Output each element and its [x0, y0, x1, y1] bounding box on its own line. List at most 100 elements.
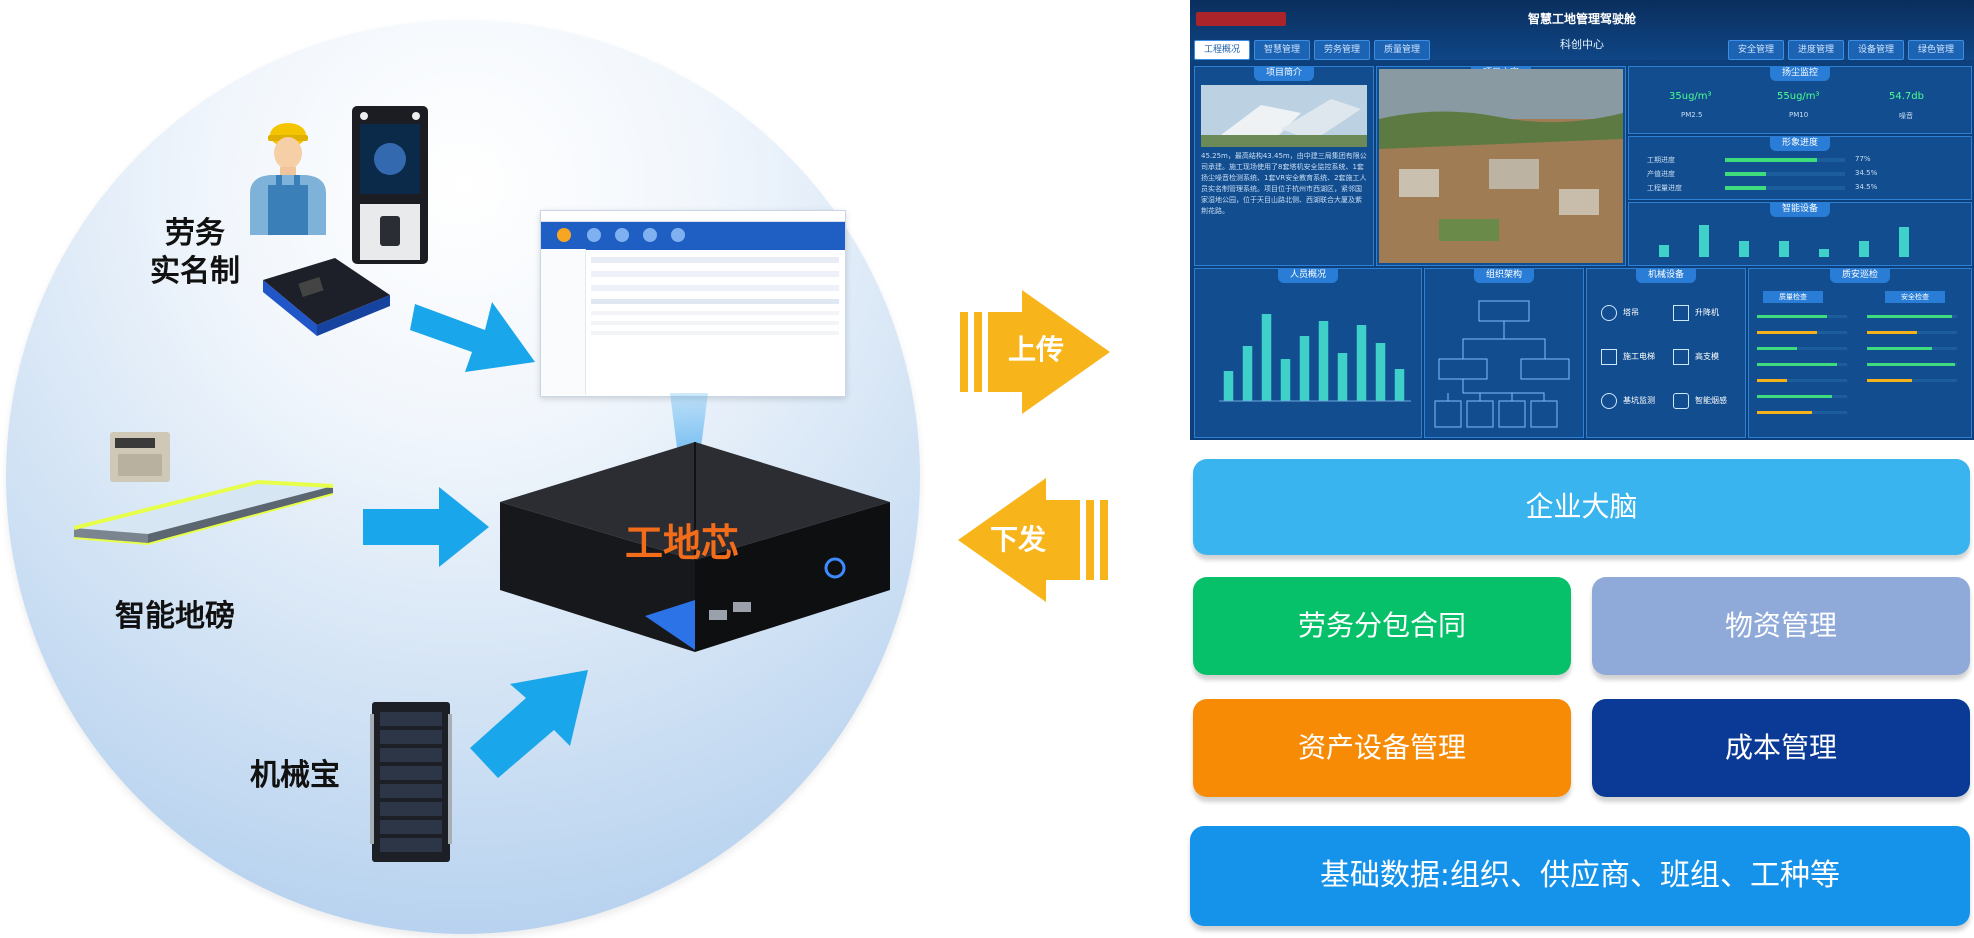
upload-arrow — [960, 290, 1110, 414]
machine-device-icon — [370, 702, 452, 862]
machine-label: 机械宝 — [250, 758, 340, 793]
panel-people: 人员概况 — [1194, 268, 1422, 438]
pm10-value: 55ug/m³ — [1777, 91, 1820, 102]
mech-item-smoke-sensor: 智能烟感 — [1695, 396, 1727, 405]
site-aerial-photo — [1379, 69, 1623, 263]
progress-label: 工程量进度 — [1647, 184, 1682, 192]
panel-intro-title: 项目简介 — [1253, 66, 1315, 81]
labor-label: 劳务 实名制 — [140, 215, 250, 291]
progress-track — [1725, 158, 1845, 162]
people-bar — [1394, 369, 1405, 401]
card-reader-icon — [263, 258, 390, 336]
devices-mini-chart — [1659, 225, 1909, 257]
progress-label: 工期进度 — [1647, 156, 1675, 164]
panel-mech-title: 机械设备 — [1635, 268, 1697, 283]
people-bar — [1299, 336, 1310, 401]
tab-project-overview[interactable]: 工程概况 — [1194, 40, 1250, 60]
download-arrow — [958, 478, 1108, 602]
panel-photo: 项目之窗 — [1376, 66, 1626, 266]
people-bar — [1223, 371, 1234, 401]
mech-item-lift: 升降机 — [1695, 308, 1719, 317]
software-nav-icon — [587, 228, 601, 242]
panel-org-title: 组织架构 — [1473, 268, 1535, 283]
org-tree-diagram — [1434, 300, 1570, 428]
material-management-box: 物资管理 — [1592, 577, 1970, 675]
software-nav-icon — [671, 228, 685, 242]
tab-green-management[interactable]: 绿色管理 — [1908, 40, 1964, 60]
panel-env: 扬尘监控 35ug/m³ 55ug/m³ 54.7db PM2.5 PM10 噪… — [1628, 66, 1972, 134]
enterprise-brain-box: 企业大脑 — [1193, 459, 1970, 555]
software-window — [540, 210, 846, 397]
progress-track — [1725, 172, 1845, 176]
pm25-value: 35ug/m³ — [1669, 91, 1712, 102]
mech-item-pit-monitor: 基坑监测 — [1623, 396, 1655, 405]
mech-item-high-formwork: 高支模 — [1695, 352, 1719, 361]
upload-label: 上传 — [1008, 333, 1065, 366]
progress-track — [1725, 186, 1845, 190]
people-bar — [1337, 353, 1348, 401]
panel-quality: 质安巡检 质量检查 安全检查 — [1748, 268, 1972, 438]
labor-label-line2: 实名制 — [150, 254, 240, 289]
panel-progress: 形象进度 工期进度 77% 产值进度 34.5% 工程量进度 34.5% — [1628, 136, 1972, 200]
people-bar — [1280, 359, 1291, 401]
lift-icon — [1673, 305, 1689, 321]
dashboard-title: 智慧工地管理驾驶舱 — [1527, 12, 1636, 26]
tower-crane-icon — [1601, 305, 1617, 321]
people-bar — [1261, 314, 1272, 401]
mech-item-tower-crane: 塔吊 — [1623, 308, 1639, 317]
company-logo — [1196, 12, 1286, 26]
software-nav-icon — [643, 228, 657, 242]
quality-progress-bars — [1757, 315, 1957, 414]
building-render-image — [1201, 85, 1367, 147]
panel-devices-title: 智能设备 — [1769, 202, 1831, 217]
asset-equipment-box: 资产设备管理 — [1193, 699, 1571, 797]
progress-label: 产值进度 — [1647, 170, 1675, 178]
site-chip-box — [500, 442, 890, 652]
people-bar — [1318, 321, 1329, 401]
monitor-icon — [1601, 393, 1617, 409]
software-nav-icon — [557, 228, 571, 242]
people-bar — [1242, 346, 1253, 401]
panel-progress-title: 形象进度 — [1769, 136, 1831, 151]
progress-value: 34.5% — [1855, 169, 1878, 177]
formwork-icon — [1673, 349, 1689, 365]
progress-fill — [1725, 186, 1767, 190]
progress-value: 77% — [1855, 155, 1871, 163]
tab-device-management[interactable]: 设备管理 — [1848, 40, 1904, 60]
noise-label: 噪音 — [1899, 112, 1913, 120]
people-bar — [1375, 343, 1386, 401]
arrow-scale-to-box — [363, 487, 489, 567]
smoke-sensor-icon — [1673, 393, 1689, 409]
arrow-labor-to-software — [410, 302, 535, 372]
progress-value: 34.5% — [1855, 183, 1878, 191]
progress-fill — [1725, 158, 1818, 162]
people-bar — [1356, 325, 1367, 401]
noise-value: 54.7db — [1889, 91, 1924, 102]
panel-quality-title: 质安巡检 — [1829, 268, 1891, 283]
pm10-label: PM10 — [1789, 111, 1809, 119]
download-label: 下发 — [990, 523, 1047, 556]
dashboard-screenshot: 智慧工地管理驾驶舱 科创中心 工程概况 智慧管理 劳务管理 质量管理 安全管理 … — [1190, 0, 1974, 440]
progress-fill — [1725, 172, 1767, 176]
tab-progress-management[interactable]: 进度管理 — [1788, 40, 1844, 60]
dashboard-subtitle: 科创中心 — [1560, 38, 1604, 51]
base-data-box: 基础数据:组织、供应商、班组、工种等 — [1190, 826, 1970, 926]
cost-management-box: 成本管理 — [1592, 699, 1970, 797]
software-nav-icon — [615, 228, 629, 242]
mech-item-elevator: 施工电梯 — [1623, 352, 1655, 361]
tab-labor-management[interactable]: 劳务管理 — [1314, 40, 1370, 60]
quality-tab-quality[interactable]: 质量检查 — [1763, 291, 1823, 303]
tab-smart-management[interactable]: 智慧管理 — [1254, 40, 1310, 60]
intro-text: 45.25m，最高结构43.45m，由中建三局集团有限公司承建。施工现场使用了8… — [1201, 152, 1367, 215]
labor-label-line1: 劳务 — [165, 216, 225, 251]
worker-icon — [250, 123, 326, 235]
quality-tab-safety[interactable]: 安全检查 — [1885, 291, 1945, 303]
tab-safety-management[interactable]: 安全管理 — [1728, 40, 1784, 60]
tab-quality-management[interactable]: 质量管理 — [1374, 40, 1430, 60]
panel-org: 组织架构 — [1424, 268, 1584, 438]
people-bar-chart — [1219, 314, 1411, 402]
panel-env-title: 扬尘监控 — [1769, 66, 1831, 81]
panel-people-title: 人员概况 — [1277, 268, 1339, 283]
truck-scale-icon — [73, 432, 334, 546]
face-terminal-icon — [352, 106, 428, 264]
